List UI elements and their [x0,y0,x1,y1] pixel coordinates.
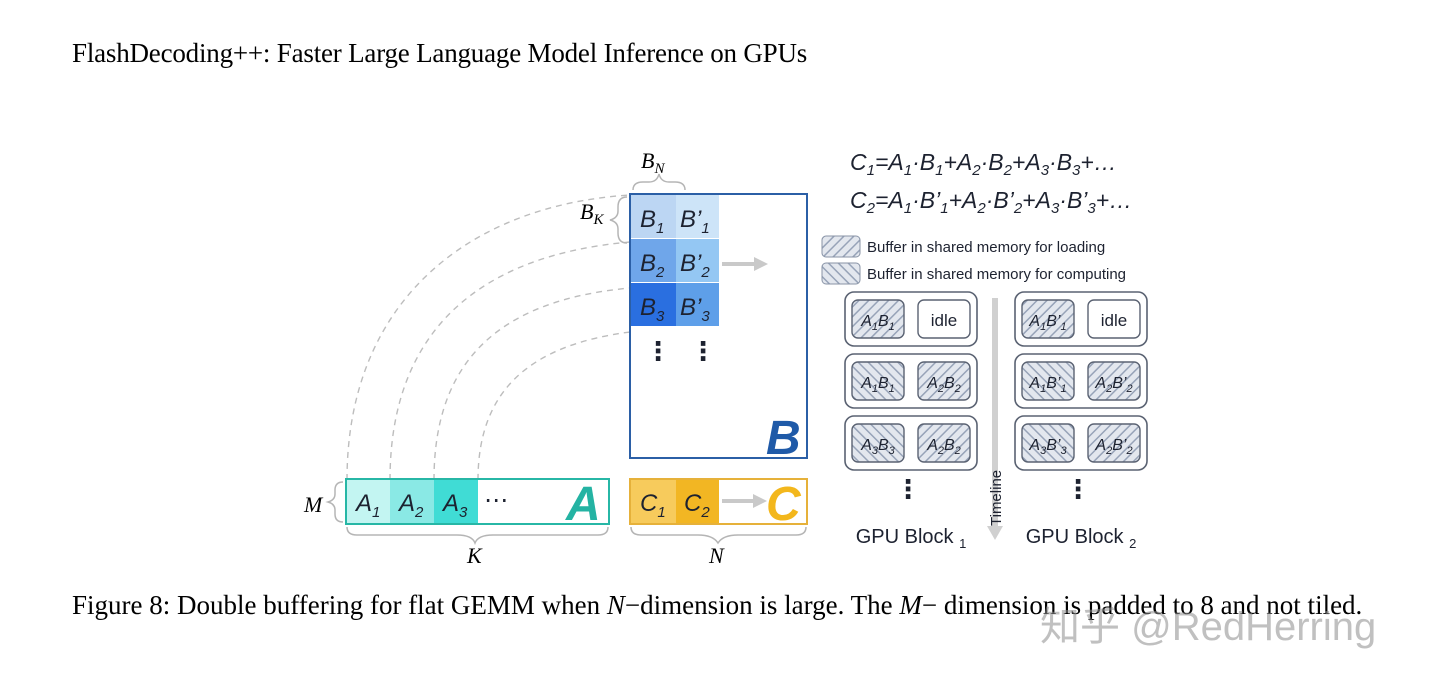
buffer-product-label: A1B1 [860,375,895,395]
shared-memory-buffer [851,361,905,401]
n-brace [630,526,807,545]
idle-label: idle [931,311,957,330]
matrix-a-outline [345,478,610,525]
legend-computing-swatch [821,262,861,285]
matrix-b-cell [676,239,719,282]
gpu-block-label: GPU Block 1 [856,526,967,551]
bn-brace [632,173,686,191]
shared-memory-buffer [1087,423,1141,463]
b-prime-cell-label: B’1 [680,206,710,237]
legend-computing-label: Buffer in shared memory for computing [867,266,1126,283]
shared-memory-buffer [917,423,971,463]
buffer-product-label: A1B’1 [1028,313,1066,333]
buffer-product-label: A2B’2 [1094,375,1132,395]
figure-caption: Figure 8: Double buffering for flat GEMM… [72,590,1363,620]
buffer-product-label: A3B’3 [1028,437,1067,457]
shared-memory-buffer [1021,361,1075,401]
bn-label: BN [641,148,665,177]
shared-memory-buffer [917,361,971,401]
shared-memory-buffer [851,423,905,463]
matrix-a-label: A [565,478,601,531]
buffer-product-label: A1B’1 [1028,375,1066,395]
matrix-a-cell [347,480,390,523]
gpu-block-label: GPU Block 2 [1026,526,1137,551]
dashed-connector-arcs [346,194,631,481]
matrix-b-cell [676,195,719,238]
matrix-b: B1 B’1 B2 B’2 B3 B’3 ⋮ ⋮ B [629,193,808,465]
m-label: M [303,492,324,517]
legend: Buffer in shared memory for loading Buff… [821,235,1126,285]
matrix-c: C1 C2 C [629,478,808,531]
timeline-arrow [987,298,1003,540]
buffer-product-label: A2B2 [926,375,961,395]
shared-memory-buffer [1021,299,1075,339]
buffer-product-label: A3B3 [860,437,895,457]
b-arrow-icon [722,257,768,271]
legend-loading-swatch [821,235,861,258]
m-brace [325,481,344,523]
matrix-b-cell [631,283,676,326]
equation-c1: C1=A1·B1+A2·B2+A3·B3+… [850,149,1117,179]
matrix-b-label: B [766,412,801,465]
matrix-b-cell [631,239,676,282]
legend-loading-label: Buffer in shared memory for loading [867,239,1105,256]
matrix-a-cell [390,480,434,523]
shared-memory-buffer [1021,423,1075,463]
matrix-c-cell [676,480,719,523]
k-brace [346,526,609,546]
bk-brace [609,196,628,244]
matrix-a-cell [434,480,478,523]
buffer-product-label: A2B’2 [1094,437,1132,457]
b-vertical-ellipsis: ⋮ [645,336,671,366]
matrix-c-cell [631,480,676,523]
a-ellipsis: ⋯ [484,487,508,514]
matrix-c-outline [629,478,808,525]
running-title: FlashDecoding++: Faster Large Language M… [72,38,808,68]
matrix-b-outline [629,193,808,459]
b-vertical-ellipsis: ⋮ [690,336,716,366]
idle-buffer [917,299,971,339]
shared-memory-buffer [851,299,905,339]
n-label: N [708,543,725,568]
idle-label: idle [1101,311,1127,330]
k-label: K [466,543,483,568]
equation-c2: C2=A1·B’1+A2·B’2+A3·B’3+… [850,187,1132,217]
matrix-c-label: C [766,478,802,531]
gpu-block-vertical-ellipsis: ⋮ [1065,474,1091,504]
gpu-block-vertical-ellipsis: ⋮ [895,474,921,504]
buffer-product-label: A2B2 [926,437,961,457]
timeline-label: Timeline [988,470,1005,526]
matrix-a: A1 A2 A3 ⋯ A [345,478,610,531]
idle-buffer [1087,299,1141,339]
bk-label: BK [580,199,604,228]
shared-memory-buffer [1087,361,1141,401]
matrix-b-cell [676,283,719,326]
c-arrow-icon [722,494,767,508]
buffer-product-label: A1B1 [860,313,895,333]
matrix-b-cell [631,195,676,238]
